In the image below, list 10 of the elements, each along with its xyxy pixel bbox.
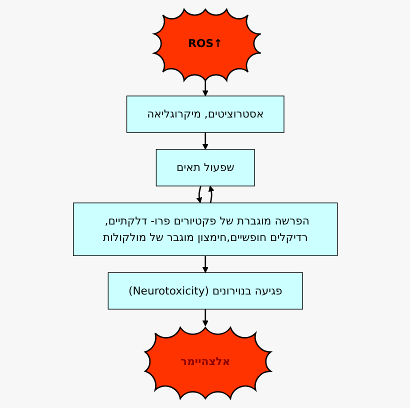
arrow — [202, 132, 208, 150]
node-box: פגיעה בנוירונים (Neurotoxicity) — [107, 272, 303, 310]
arrow — [202, 309, 208, 326]
arrow — [196, 186, 202, 204]
node-box: שפעול תאים — [156, 149, 254, 186]
arrow — [202, 256, 208, 273]
arrow — [208, 186, 214, 204]
arrow — [202, 79, 208, 96]
node-box: אסטרוציטים, מיקרוגליאה — [126, 96, 284, 133]
node-box: הפרשה מוגברת של פקטיורים פרו- דלקתיים, רדיקלים חופשיים,חימצון מוגבר של מולקולות — [72, 202, 338, 256]
